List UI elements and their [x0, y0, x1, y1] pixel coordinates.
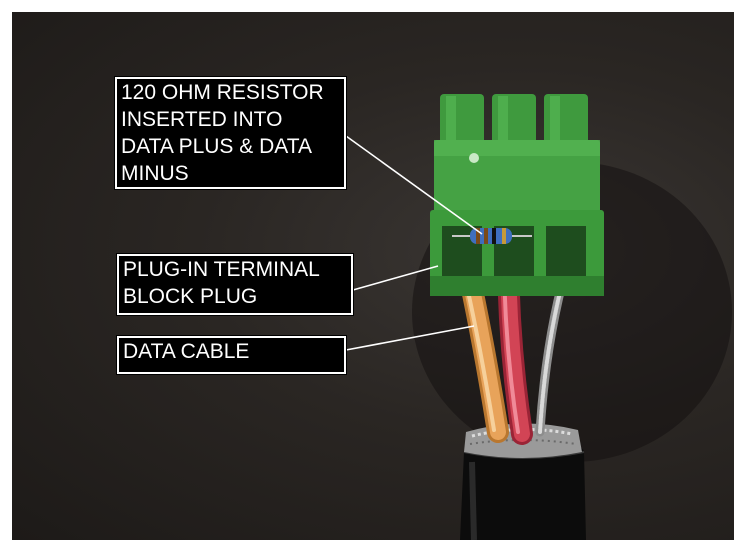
- resistor-callout-line-2: INSERTED INTO: [121, 108, 283, 131]
- data-cable-callout: DATA CABLE: [116, 335, 347, 375]
- terminal-block-callout-line-2: BLOCK PLUG: [123, 285, 258, 308]
- photo: [12, 12, 734, 540]
- resistor-leader-line: [345, 135, 483, 235]
- cable-leader-line: [345, 325, 475, 351]
- resistor-callout-line-4: MINUS: [121, 162, 189, 185]
- resistor-callout-line-3: DATA PLUS & DATA: [121, 135, 312, 158]
- terminal-block-callout: PLUG-IN TERMINAL BLOCK PLUG: [116, 253, 354, 316]
- data-cable-callout-line-1: DATA CABLE: [123, 340, 250, 363]
- resistor-callout: 120 OHM RESISTOR INSERTED INTO DATA PLUS…: [114, 76, 347, 190]
- terminal-block-callout-line-1: PLUG-IN TERMINAL: [123, 258, 320, 281]
- terminal-block: [430, 94, 604, 296]
- resistor-callout-line-1: 120 OHM RESISTOR: [121, 81, 324, 104]
- terminal-leader-line: [352, 265, 439, 291]
- photo-illustration: [345, 94, 732, 540]
- leader-lines: [345, 135, 483, 351]
